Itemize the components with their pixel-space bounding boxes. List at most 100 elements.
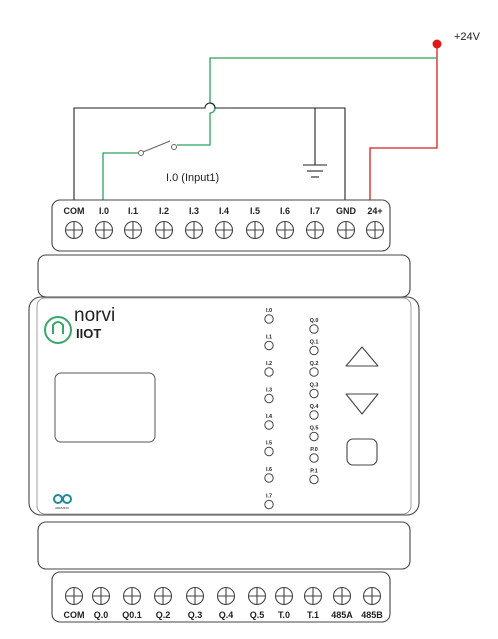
input-terminal-screw-gnd [336, 220, 356, 240]
input-led-label: I.2 [266, 361, 272, 367]
output-terminal-screw-t-0 [274, 586, 294, 606]
brand-name: norvi [74, 305, 115, 326]
input-led-i-5: I.5 [264, 441, 274, 457]
output-led-lamp [309, 324, 319, 334]
enter-button[interactable] [346, 438, 378, 466]
output-terminal-screw-485b [362, 586, 382, 606]
input-led-lamp [264, 446, 274, 457]
output-led-label: P.0 [310, 447, 318, 453]
output-led-label: Q.3 [310, 383, 319, 389]
lcd-display [54, 372, 156, 443]
terminal-label-i6: I.6 [280, 206, 290, 216]
terminal-label-q2: Q.2 [156, 610, 171, 620]
output-led-lamp [309, 431, 319, 442]
input-terminal-screw-i-7 [305, 220, 325, 240]
arduino-logo: ARDUINO [53, 494, 72, 510]
output-terminal-screw-com [64, 586, 84, 606]
input-led-i-4: I.4 [264, 414, 274, 430]
output-led-lamp [309, 410, 319, 420]
input-led-i-0: I.0 [264, 308, 274, 324]
ground-symbol [303, 164, 327, 178]
device-housing [28, 199, 420, 623]
output-led-q-3: Q.3 [309, 383, 319, 399]
arduino-left-ring [53, 494, 63, 504]
terminal-label-t1: T.1 [307, 610, 319, 620]
input-led-i-7: I.7 [264, 494, 274, 510]
terminal-label-t0: T.0 [278, 610, 290, 620]
output-terminal-screw-q-4 [216, 586, 236, 606]
positive-wire [369, 44, 438, 200]
output-led-lamp [309, 367, 319, 377]
terminal-label-com-out: COM [64, 610, 85, 620]
switch-label: I.0 (Input1) [166, 172, 219, 184]
output-led-label: Q.5 [310, 426, 319, 432]
bottom-terminal-block [51, 571, 391, 623]
input-led-i-3: I.3 [264, 388, 274, 404]
terminal-label-q3: Q.3 [188, 610, 203, 620]
terminal-label-q5: Q.5 [250, 610, 265, 620]
terminal-label-i5: I.5 [250, 206, 260, 216]
input-terminal-screw-i-4 [214, 220, 234, 240]
output-led-label: Q.1 [310, 340, 319, 346]
switch-symbol [138, 140, 177, 156]
output-led-column: Q.0Q.1Q.2Q.3Q.4Q.5P.0P.1 [309, 318, 319, 485]
terminal-label-i7: I.7 [310, 206, 320, 216]
input-terminal-screw-com [64, 220, 84, 240]
output-led-q-1: Q.1 [309, 340, 319, 356]
input-led-lamp [264, 367, 274, 377]
terminal-label-485a: 485A [331, 610, 353, 620]
output-led-q-0: Q.0 [309, 318, 319, 334]
input-led-lamp [264, 314, 274, 324]
input-led-label: I.5 [266, 441, 272, 447]
norvi-logo: norvi IIOT [43, 305, 115, 344]
input-terminal-screw-i-1 [123, 220, 143, 240]
down-arrow-button[interactable] [345, 393, 379, 415]
output-terminal-screw-t-1 [303, 586, 323, 606]
output-led-p-1: P.1 [309, 469, 319, 485]
output-led-lamp [309, 345, 319, 356]
output-led-q-2: Q.2 [309, 361, 319, 377]
output-led-label: Q.2 [310, 361, 319, 367]
output-led-q-5: Q.5 [309, 426, 319, 442]
arduino-right-ring [62, 494, 72, 504]
input-terminal-screw-i-3 [184, 220, 204, 240]
input-led-i-2: I.2 [264, 361, 274, 377]
supply-label: +24V [454, 31, 481, 43]
terminal-label-com: COM [64, 206, 85, 216]
supply-dot [432, 39, 442, 49]
wiring: +24V I.0 (Input1) [73, 31, 481, 200]
front-panel-inner [36, 297, 412, 515]
input-terminal-screw-i-5 [245, 220, 265, 240]
terminal-label-q4: Q.4 [219, 610, 234, 620]
output-led-lamp [309, 388, 319, 399]
front-panel [28, 296, 420, 516]
output-led-q-4: Q.4 [309, 404, 319, 420]
input-led-i-6: I.6 [264, 467, 274, 483]
terminal-label-24v: 24+ [367, 206, 382, 216]
top-terminal-labels: COM I.0 I.1 I.2 I.3 I.4 I.5 I.6 I.7 GND … [64, 206, 383, 216]
terminal-label-i1: I.1 [128, 206, 138, 216]
input-terminal-screw-i-2 [154, 220, 174, 240]
common-wire [73, 102, 346, 200]
input-led-label: I.0 [266, 308, 272, 314]
output-terminal-screw-485a [332, 586, 352, 606]
output-led-p-0: P.0 [309, 447, 319, 463]
up-arrow-button[interactable] [345, 346, 379, 367]
terminal-label-i4: I.4 [219, 206, 229, 216]
output-terminal-screw-q-0 [91, 586, 111, 606]
input-led-lamp [264, 420, 274, 430]
input-led-lamp [264, 499, 274, 510]
bottom-terminal-labels: COM Q.0 Q0.1 Q.2 Q.3 Q.4 Q.5 T.0 T.1 485… [64, 610, 384, 620]
input-led-label: I.3 [266, 388, 272, 394]
terminal-label-q01: Q0.1 [122, 610, 142, 620]
terminal-label-i3: I.3 [189, 206, 199, 216]
input-led-lamp [264, 393, 274, 404]
input-terminal-screw-24 [365, 220, 385, 240]
terminal-label-q0: Q.0 [94, 610, 109, 620]
input-led-i-1: I.1 [264, 335, 274, 351]
terminal-label-gnd: GND [336, 206, 357, 216]
terminal-label-485b: 485B [361, 610, 383, 620]
output-led-lamp [309, 453, 319, 463]
input-led-lamp [264, 340, 274, 351]
